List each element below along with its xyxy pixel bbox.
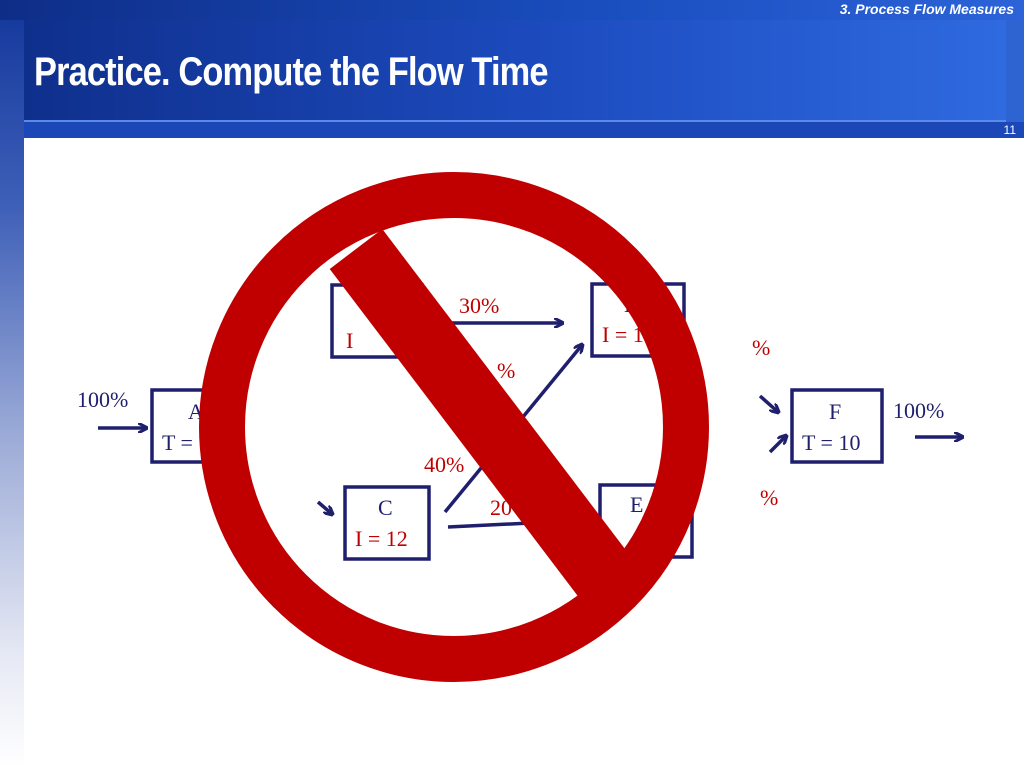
node-b-value: I <box>346 328 353 353</box>
node-c-name: C <box>378 495 393 520</box>
edge-a-to-c <box>316 500 332 514</box>
slide-number-band: 11 <box>24 122 1024 138</box>
edge-label-d-to-f: % <box>752 335 770 360</box>
edge-label-b-to-f: % <box>497 358 515 383</box>
edge-e-to-f <box>768 436 786 454</box>
section-label: 3. Process Flow Measures <box>839 1 1014 17</box>
edge-label-c-to-d: 40% <box>424 452 464 477</box>
input-percent: 100% <box>77 387 128 412</box>
top-bar: 3. Process Flow Measures <box>0 0 1024 20</box>
edge-d-to-f <box>758 394 778 412</box>
page-title: Practice. Compute the Flow Time <box>34 50 549 94</box>
slide-number: 11 <box>1003 123 1016 137</box>
prohibition-sign-icon <box>199 172 709 682</box>
left-decor-strip <box>0 20 24 768</box>
edge-label-b-to-d: 30% <box>459 293 499 318</box>
node-c: C I = 12 <box>343 485 431 561</box>
node-c-value: I = 12 <box>355 526 408 551</box>
node-f-value: T = 10 <box>802 430 860 455</box>
node-f: F T = 10 <box>790 388 884 464</box>
node-e-name: E <box>630 492 643 517</box>
edge-label-e-to-f: % <box>760 485 778 510</box>
output-percent: 100% <box>893 398 944 423</box>
title-band-edge <box>1006 20 1024 122</box>
title-band: Practice. Compute the Flow Time <box>24 20 1006 122</box>
node-f-name: F <box>829 399 841 424</box>
